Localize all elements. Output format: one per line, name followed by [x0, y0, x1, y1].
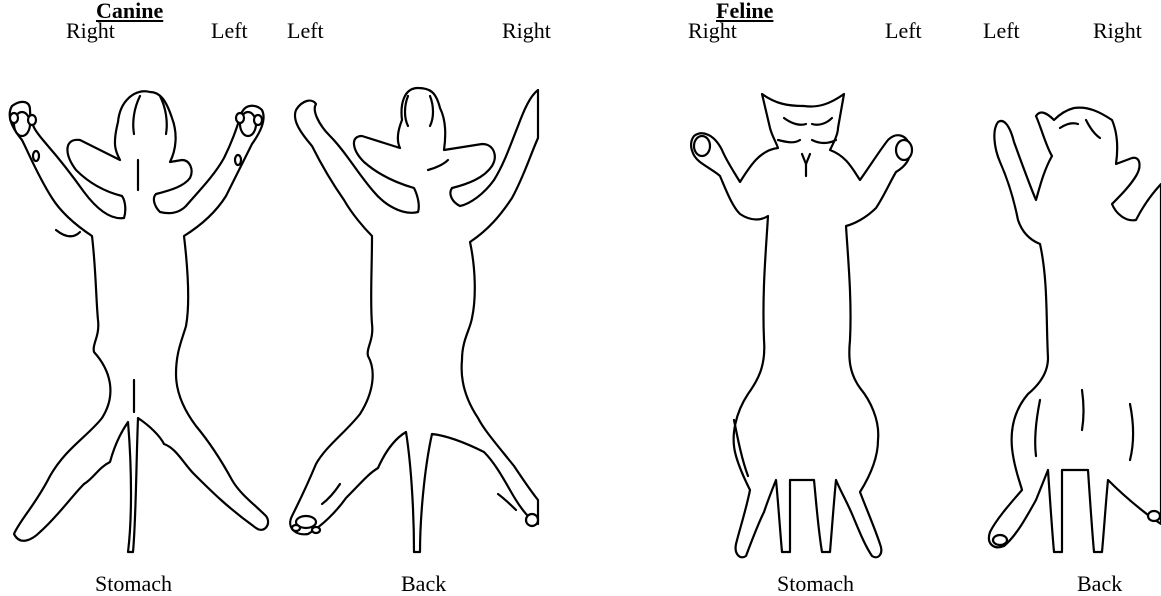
canine-stomach-figure	[10, 91, 268, 552]
feline-back-figure	[989, 108, 1161, 552]
canine-back-figure	[290, 88, 538, 552]
feline-stomach-figure	[691, 94, 912, 557]
canine-stomach-caption: Stomach	[95, 573, 172, 595]
feline-back-caption: Back	[1077, 573, 1122, 595]
canine-back-caption: Back	[401, 573, 446, 595]
feline-stomach-caption: Stomach	[777, 573, 854, 595]
